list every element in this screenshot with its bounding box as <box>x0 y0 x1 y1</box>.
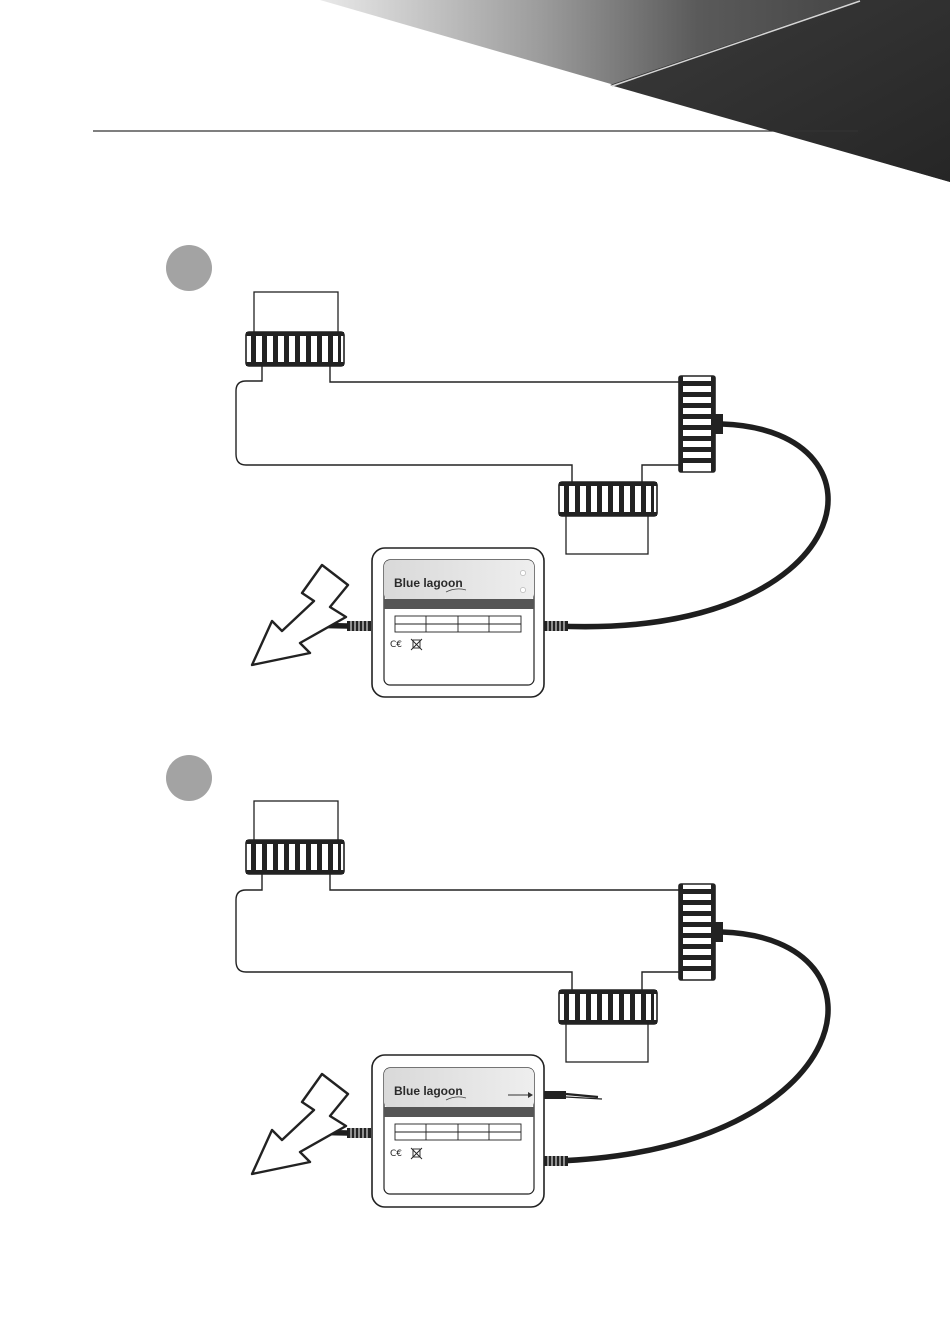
signal-wires-2 <box>544 1091 602 1099</box>
mains-cable-1 <box>252 565 348 665</box>
power-arrow-icon <box>252 565 348 665</box>
indicator-led-bottom <box>520 587 525 592</box>
brand-label: Blue lagoon <box>394 1084 463 1098</box>
ballast-unit-2: Blue lagoon C€ <box>347 1055 568 1207</box>
indicator-led-top <box>520 570 525 575</box>
step-badge-2 <box>166 755 212 801</box>
ballast-unit-1: Blue lagoon C€ <box>347 548 568 697</box>
uv-chamber-2 <box>236 801 723 1062</box>
certification-marks: C€ <box>390 1149 402 1159</box>
brand-label: Blue lagoon <box>394 576 463 590</box>
header-band <box>320 0 950 182</box>
uv-chamber-1 <box>236 292 723 554</box>
power-arrow-icon <box>252 1074 348 1174</box>
step-badge-1 <box>166 245 212 291</box>
certification-marks: C€ <box>390 640 402 650</box>
mains-cable-2 <box>252 1074 348 1174</box>
